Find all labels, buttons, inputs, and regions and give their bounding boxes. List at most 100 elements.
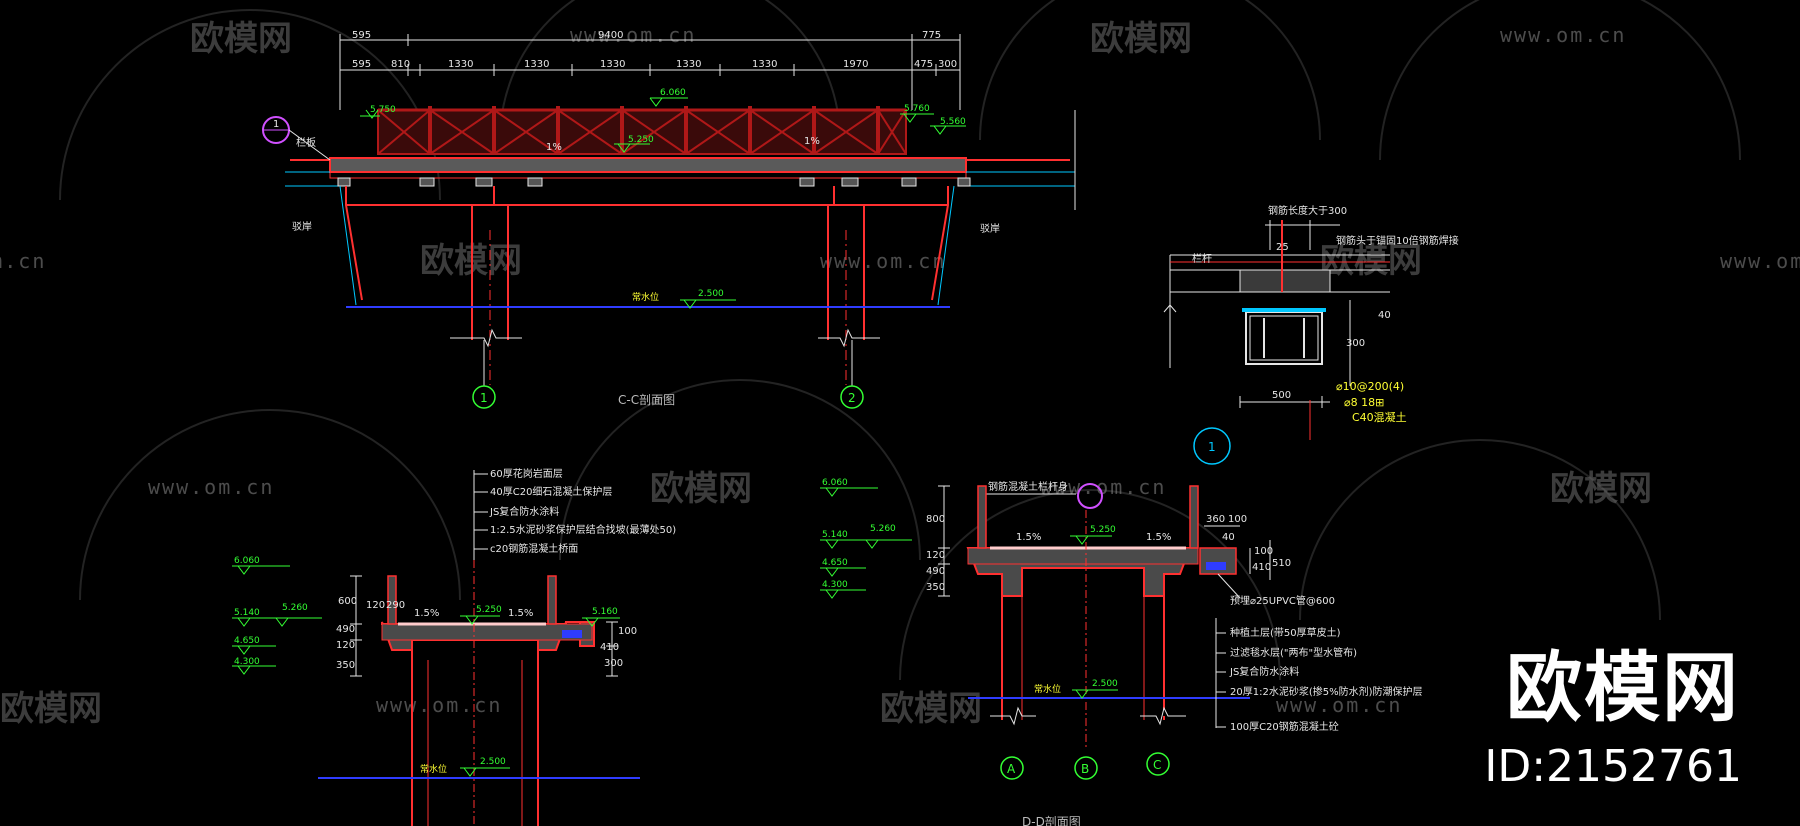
watermark-text: 欧模网 (190, 19, 292, 59)
elevation-label: 6.060 (660, 88, 686, 98)
elevation-label: 4.300 (822, 580, 848, 590)
axis-label-b: B (1081, 762, 1089, 776)
dim-label: 120 (926, 550, 945, 561)
detail-note: 栏杆 (1192, 252, 1212, 265)
dim-overall-2: 9400 (598, 30, 623, 41)
layer-note: 20厚1:2水泥砂浆(掺5%防水剂)防潮保护层 (1230, 685, 1423, 698)
slope-label: 1.5% (414, 608, 439, 619)
deck-cross-section (966, 485, 1237, 720)
elevation-label: 4.650 (822, 558, 848, 568)
water-level-label: 常水位 (632, 291, 659, 303)
detail-dim: 25 (1276, 242, 1289, 253)
elevation-label: 5.140 (822, 530, 848, 540)
brand-id-text: ID:2152761 (1484, 741, 1742, 792)
watermark-url: www.om.cn (376, 693, 502, 717)
dim-detail: 1330 (448, 59, 473, 70)
elevation-label: 5.160 (592, 607, 618, 617)
slope-label: 1% (804, 136, 820, 147)
watermark-text: 欧模网 (1550, 469, 1652, 509)
section-dd: 钢筋混凝土栏杆身 常水位 (820, 478, 1423, 826)
bridge-deck (285, 110, 1076, 210)
dim-label: 290 (386, 600, 405, 611)
watermark-url: www.om.cn (570, 23, 696, 47)
dim-label: 100 (1254, 546, 1273, 557)
drain-note: 预埋⌀25UPVC管@600 (1230, 594, 1335, 607)
elevation-label: 5.260 (870, 524, 896, 534)
detail-dim: 500 (1272, 390, 1291, 401)
dim-detail: 1330 (600, 59, 625, 70)
dim-label: 120 (336, 640, 355, 651)
beam-section (1242, 308, 1326, 440)
detail-ref-number: 1 (273, 119, 279, 130)
watermark-text: 欧模网 (880, 689, 982, 729)
watermark-text: 欧模网 (650, 469, 752, 509)
axis-bubble-c (1146, 752, 1170, 776)
dim-label: 40 (1222, 532, 1235, 543)
layer-note: 种植土层(带50厚草皮土) (1230, 626, 1341, 639)
dim-label: 120 (366, 600, 385, 611)
dim-label: 800 (926, 514, 945, 525)
bridge-substructure (345, 186, 949, 340)
dim-detail: 1330 (524, 59, 549, 70)
axis-label-c: C (1153, 758, 1161, 772)
elevation-label: 5.750 (370, 105, 396, 115)
watermark-text: 欧模网 (1090, 19, 1192, 59)
watermark-text: 欧模网 (0, 689, 102, 729)
dim-overall-1: 595 (352, 30, 371, 41)
detail-dim: 300 (1346, 338, 1365, 349)
watermark-url: www.om.cn (1276, 693, 1402, 717)
slope-label: 1.5% (508, 608, 533, 619)
elevation-label: 6.060 (234, 556, 260, 566)
dim-label: 350 (336, 660, 355, 671)
detail-number-circle (1193, 427, 1231, 465)
layer-note: JS复合防水涂料 (489, 505, 559, 518)
elevation-label: 5.260 (282, 603, 308, 613)
section-dd-title: D-D剖面图 (1022, 815, 1081, 826)
dim-detail: 475 (914, 59, 933, 70)
elevation-label: 2.500 (1092, 679, 1118, 689)
slope-label: 1.5% (1016, 532, 1041, 543)
dim-label: 360 (1206, 514, 1225, 525)
elevation-label: 2.500 (698, 289, 724, 299)
axis-bubble-a (1000, 756, 1024, 780)
slope-label: 1.5% (1146, 532, 1171, 543)
watermark-url: www.om.cn (1720, 249, 1800, 273)
layer-note: c20钢筋混凝土桥面 (490, 542, 578, 555)
layer-note: 100厚C20钢筋混凝土砼 (1230, 720, 1339, 733)
elevation-label: 6.060 (822, 478, 848, 488)
water-level-label: 常水位 (1034, 683, 1061, 695)
rebar-label: C40混凝土 (1352, 410, 1407, 424)
callout-label: 钢筋混凝土栏杆身 (988, 480, 1068, 493)
elevation-label: 5.760 (904, 104, 930, 114)
dim-label: 510 (1272, 558, 1291, 569)
detail-number: 1 (1208, 440, 1216, 454)
axis-label-a: A (1007, 762, 1016, 776)
axis-label-1: 1 (480, 391, 488, 405)
dim-detail: 810 (391, 59, 410, 70)
dim-label: 410 (1252, 562, 1271, 573)
elevation-label: 5.250 (628, 135, 654, 145)
dim-detail: 1330 (676, 59, 701, 70)
dim-overall-3: 775 (922, 30, 941, 41)
dim-label: 490 (336, 624, 355, 635)
rebar-label: ⌀10@200(4) (1336, 380, 1404, 393)
watermark-text: 欧模网 (1320, 241, 1422, 281)
section-cc: 595 9400 775 595 810 1330 1330 1330 1330… (262, 30, 1076, 409)
detail-1: 钢筋长度大于300 钢筋头于锚固10倍钢筋焊接 栏杆 25 40 300 500… (1163, 204, 1459, 465)
section-left: 60厚花岗岩面层 40厚C20细石混凝土保护层 JS复合防水涂料 1:2.5水泥… (232, 467, 676, 826)
watermark-layer: 欧模网 欧模网 欧模网 欧模网 欧模网 欧模网 欧模网 欧模网 www.om.c… (0, 0, 1800, 729)
dim-label: 100 (1228, 514, 1247, 525)
layer-note: 过滤毯水层("两布"型水管布) (1230, 646, 1357, 659)
dim-label: 100 (618, 626, 637, 637)
detail-dim: 40 (1378, 310, 1391, 321)
dim-label: 490 (926, 566, 945, 577)
axis-bubble-1 (472, 385, 496, 409)
water-level-label: 常水位 (420, 763, 447, 775)
watermark-url: www.om.cn (0, 249, 46, 273)
elevation-label: 5.250 (1090, 525, 1116, 535)
detail-note: 钢筋头于锚固10倍钢筋焊接 (1336, 234, 1459, 247)
dim-label: 300 (604, 658, 623, 669)
axis-bubble-b (1074, 756, 1098, 780)
layer-note: 1:2.5水泥砂浆保护层结合找坡(最薄处50) (490, 523, 676, 536)
